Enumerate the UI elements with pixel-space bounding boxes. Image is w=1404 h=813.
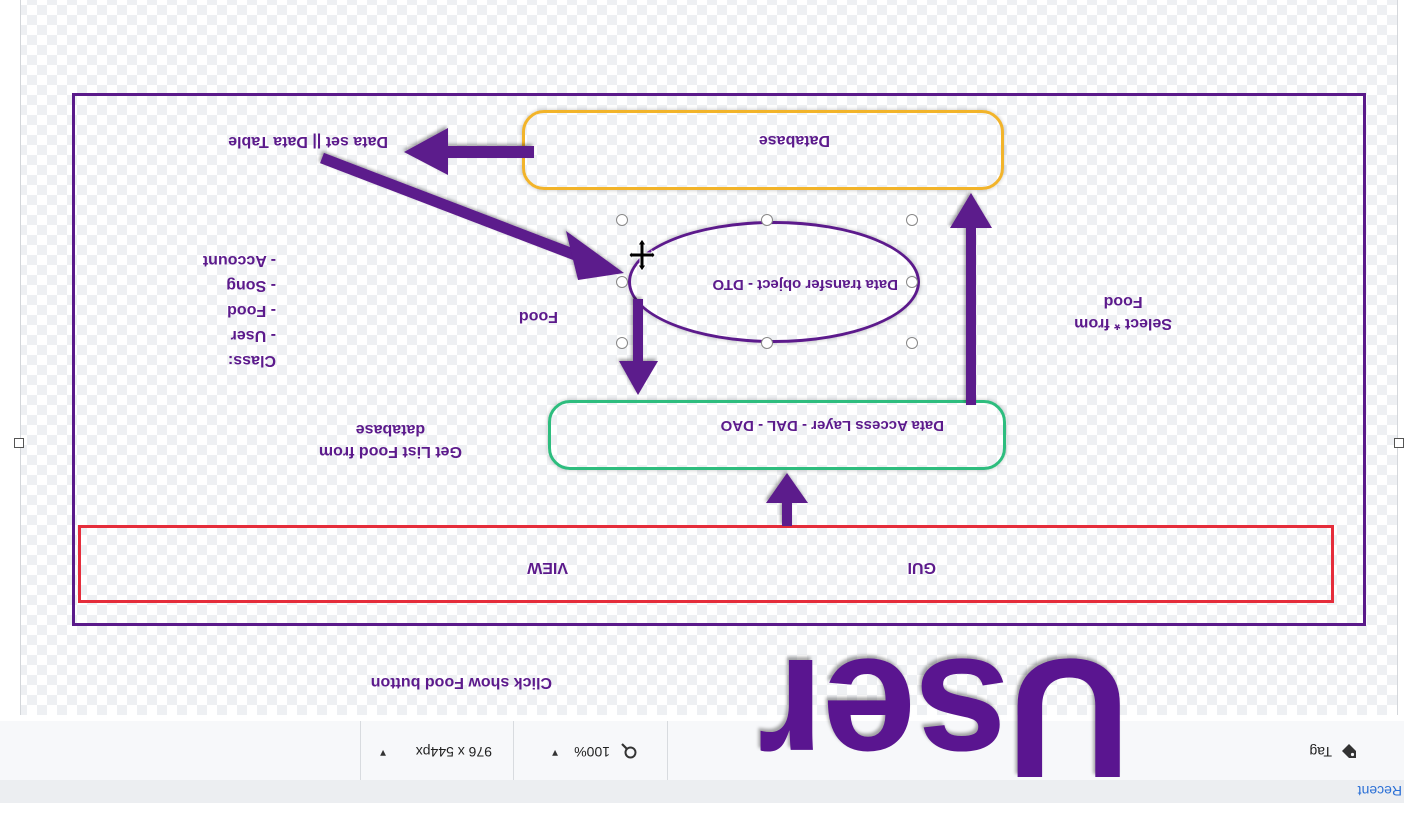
- editor-toolbar: Tag 100% ▼ 976 x 544px ▼: [0, 720, 1404, 780]
- tag-icon: [1342, 744, 1356, 758]
- arrow-gui-to-dal-head[interactable]: [766, 473, 808, 503]
- tag-button[interactable]: Tag: [1268, 736, 1358, 766]
- search-icon: [621, 743, 637, 759]
- arrow-dto-to-dal[interactable]: [633, 299, 643, 363]
- move-cursor-icon: [628, 238, 656, 272]
- arrow-dataset-to-dto[interactable]: [320, 152, 580, 262]
- arrow-dto-to-dal-head[interactable]: [619, 361, 658, 395]
- arrow-gui-to-dal[interactable]: [782, 502, 792, 526]
- arrow-dataset-to-dto-head[interactable]: [566, 231, 624, 280]
- arrow-dal-to-db-head[interactable]: [950, 193, 992, 228]
- arrow-db-to-dataset[interactable]: [446, 146, 534, 158]
- arrow-db-to-dataset-head[interactable]: [404, 128, 448, 175]
- arrow-dal-to-db[interactable]: [966, 225, 976, 405]
- zoom-control[interactable]: 100% ▼: [518, 736, 638, 766]
